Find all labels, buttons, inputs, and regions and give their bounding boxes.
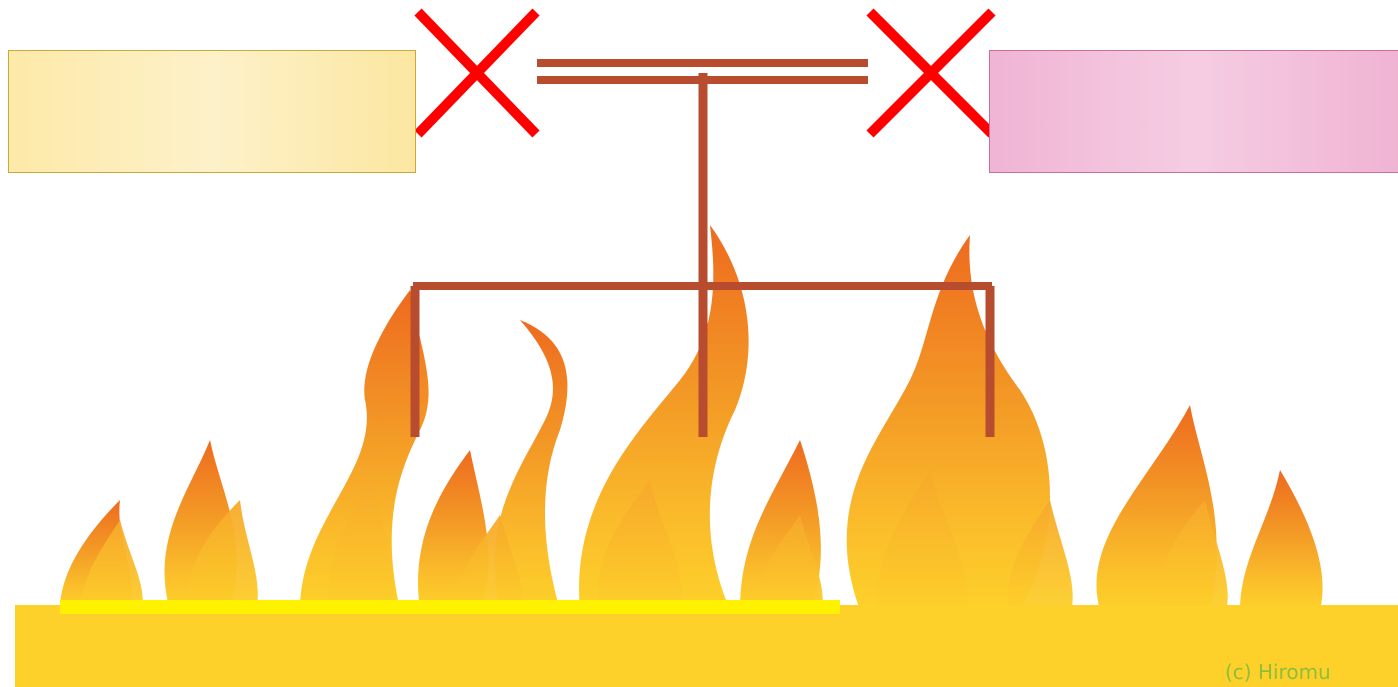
ground-highlight	[60, 600, 840, 614]
flame	[1240, 470, 1323, 610]
cross-right-icon	[870, 12, 992, 134]
ground-band	[15, 605, 1398, 687]
cross-left-icon	[418, 12, 536, 134]
copyright-text: (c) Hiromu	[1225, 660, 1331, 684]
right-empty-box	[989, 50, 1398, 173]
connector-lines	[413, 63, 992, 437]
left-empty-box	[8, 50, 416, 173]
